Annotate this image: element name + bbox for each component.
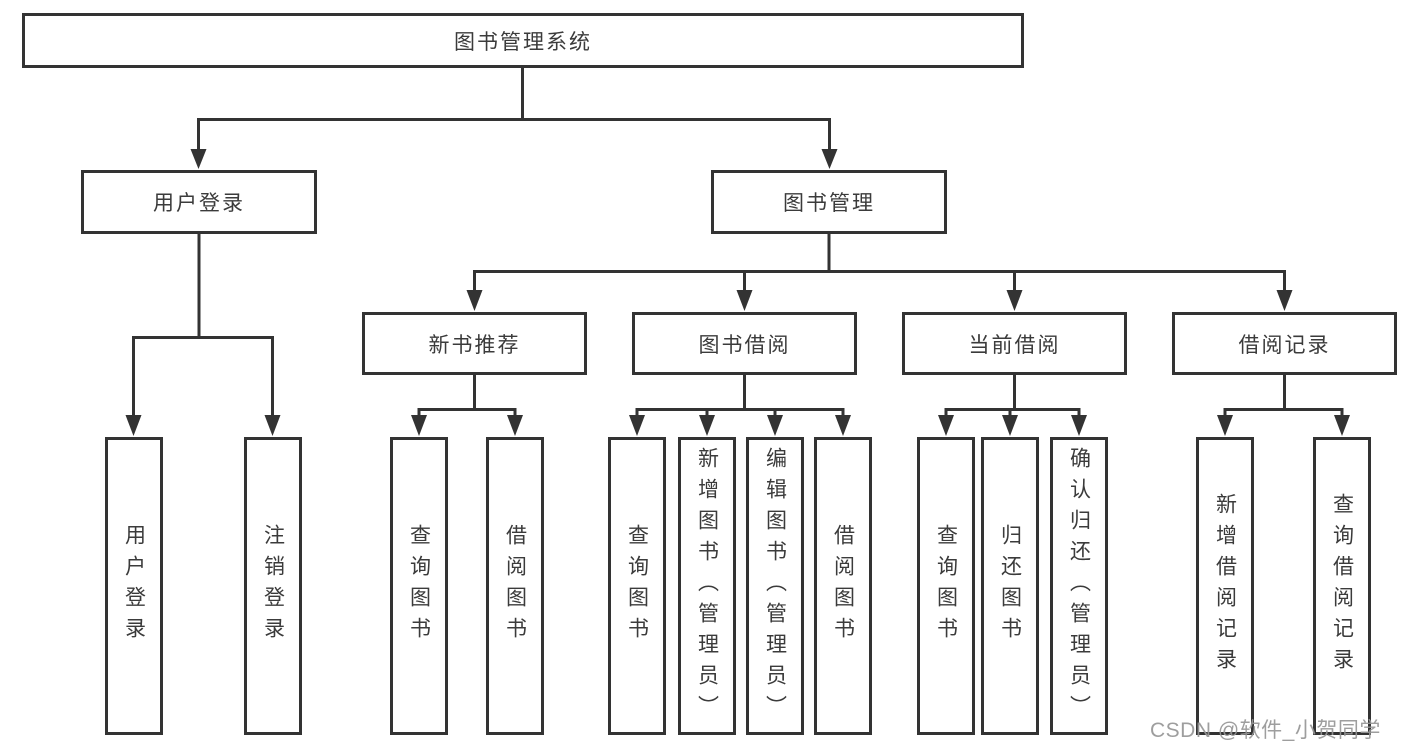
node-leaf-user-login-label: 用户登录 xyxy=(122,524,146,648)
node-leaf-query-books-1: 查询图书 xyxy=(390,437,448,735)
node-book-management: 图书管理 xyxy=(711,170,947,234)
node-leaf-query-books-2: 查询图书 xyxy=(608,437,666,735)
node-book-borrowing-label: 图书借阅 xyxy=(698,333,791,357)
node-user-login: 用户登录 xyxy=(81,170,317,234)
node-borrowing-records-label: 借阅记录 xyxy=(1238,333,1331,357)
watermark: CSDN @软件_小贺同学 xyxy=(1150,719,1381,742)
node-leaf-add-borrow-record-label: 新增借阅记录 xyxy=(1213,493,1237,679)
node-leaf-query-borrow-record: 查询借阅记录 xyxy=(1313,437,1371,735)
node-leaf-borrow-books-2: 借阅图书 xyxy=(814,437,872,735)
node-book-borrowing: 图书借阅 xyxy=(632,312,857,375)
node-leaf-logout-label: 注销登录 xyxy=(261,524,285,648)
node-new-book-recommend-label: 新书推荐 xyxy=(428,333,521,357)
node-current-borrowing: 当前借阅 xyxy=(902,312,1127,375)
node-leaf-query-books-2-label: 查询图书 xyxy=(625,524,649,648)
node-leaf-add-borrow-record: 新增借阅记录 xyxy=(1196,437,1254,735)
node-leaf-add-books-admin-label: 新增图书（管理员） xyxy=(695,446,719,726)
node-leaf-query-borrow-record-label: 查询借阅记录 xyxy=(1330,493,1354,679)
node-leaf-return-books-label: 归还图书 xyxy=(998,524,1022,648)
node-leaf-edit-books-admin-label: 编辑图书（管理员） xyxy=(763,446,787,726)
node-leaf-confirm-return-admin-label: 确认归还（管理员） xyxy=(1067,446,1091,726)
node-leaf-query-books-3-label: 查询图书 xyxy=(934,524,958,648)
node-root-label: 图书管理系统 xyxy=(454,30,592,54)
node-new-book-recommend: 新书推荐 xyxy=(362,312,587,375)
node-leaf-borrow-books-2-label: 借阅图书 xyxy=(831,524,855,648)
node-leaf-logout: 注销登录 xyxy=(244,437,302,735)
node-leaf-confirm-return-admin: 确认归还（管理员） xyxy=(1050,437,1108,735)
node-leaf-user-login: 用户登录 xyxy=(105,437,163,735)
node-leaf-return-books: 归还图书 xyxy=(981,437,1039,735)
node-leaf-edit-books-admin: 编辑图书（管理员） xyxy=(746,437,804,735)
node-leaf-query-books-3: 查询图书 xyxy=(917,437,975,735)
node-leaf-borrow-books-1-label: 借阅图书 xyxy=(503,524,527,648)
node-current-borrowing-label: 当前借阅 xyxy=(968,333,1061,357)
node-book-management-label: 图书管理 xyxy=(783,192,875,215)
node-leaf-add-books-admin: 新增图书（管理员） xyxy=(678,437,736,735)
node-leaf-query-books-1-label: 查询图书 xyxy=(407,524,431,648)
node-user-login-label: 用户登录 xyxy=(153,192,245,215)
node-leaf-borrow-books-1: 借阅图书 xyxy=(486,437,544,735)
node-root: 图书管理系统 xyxy=(22,13,1024,68)
node-borrowing-records: 借阅记录 xyxy=(1172,312,1397,375)
